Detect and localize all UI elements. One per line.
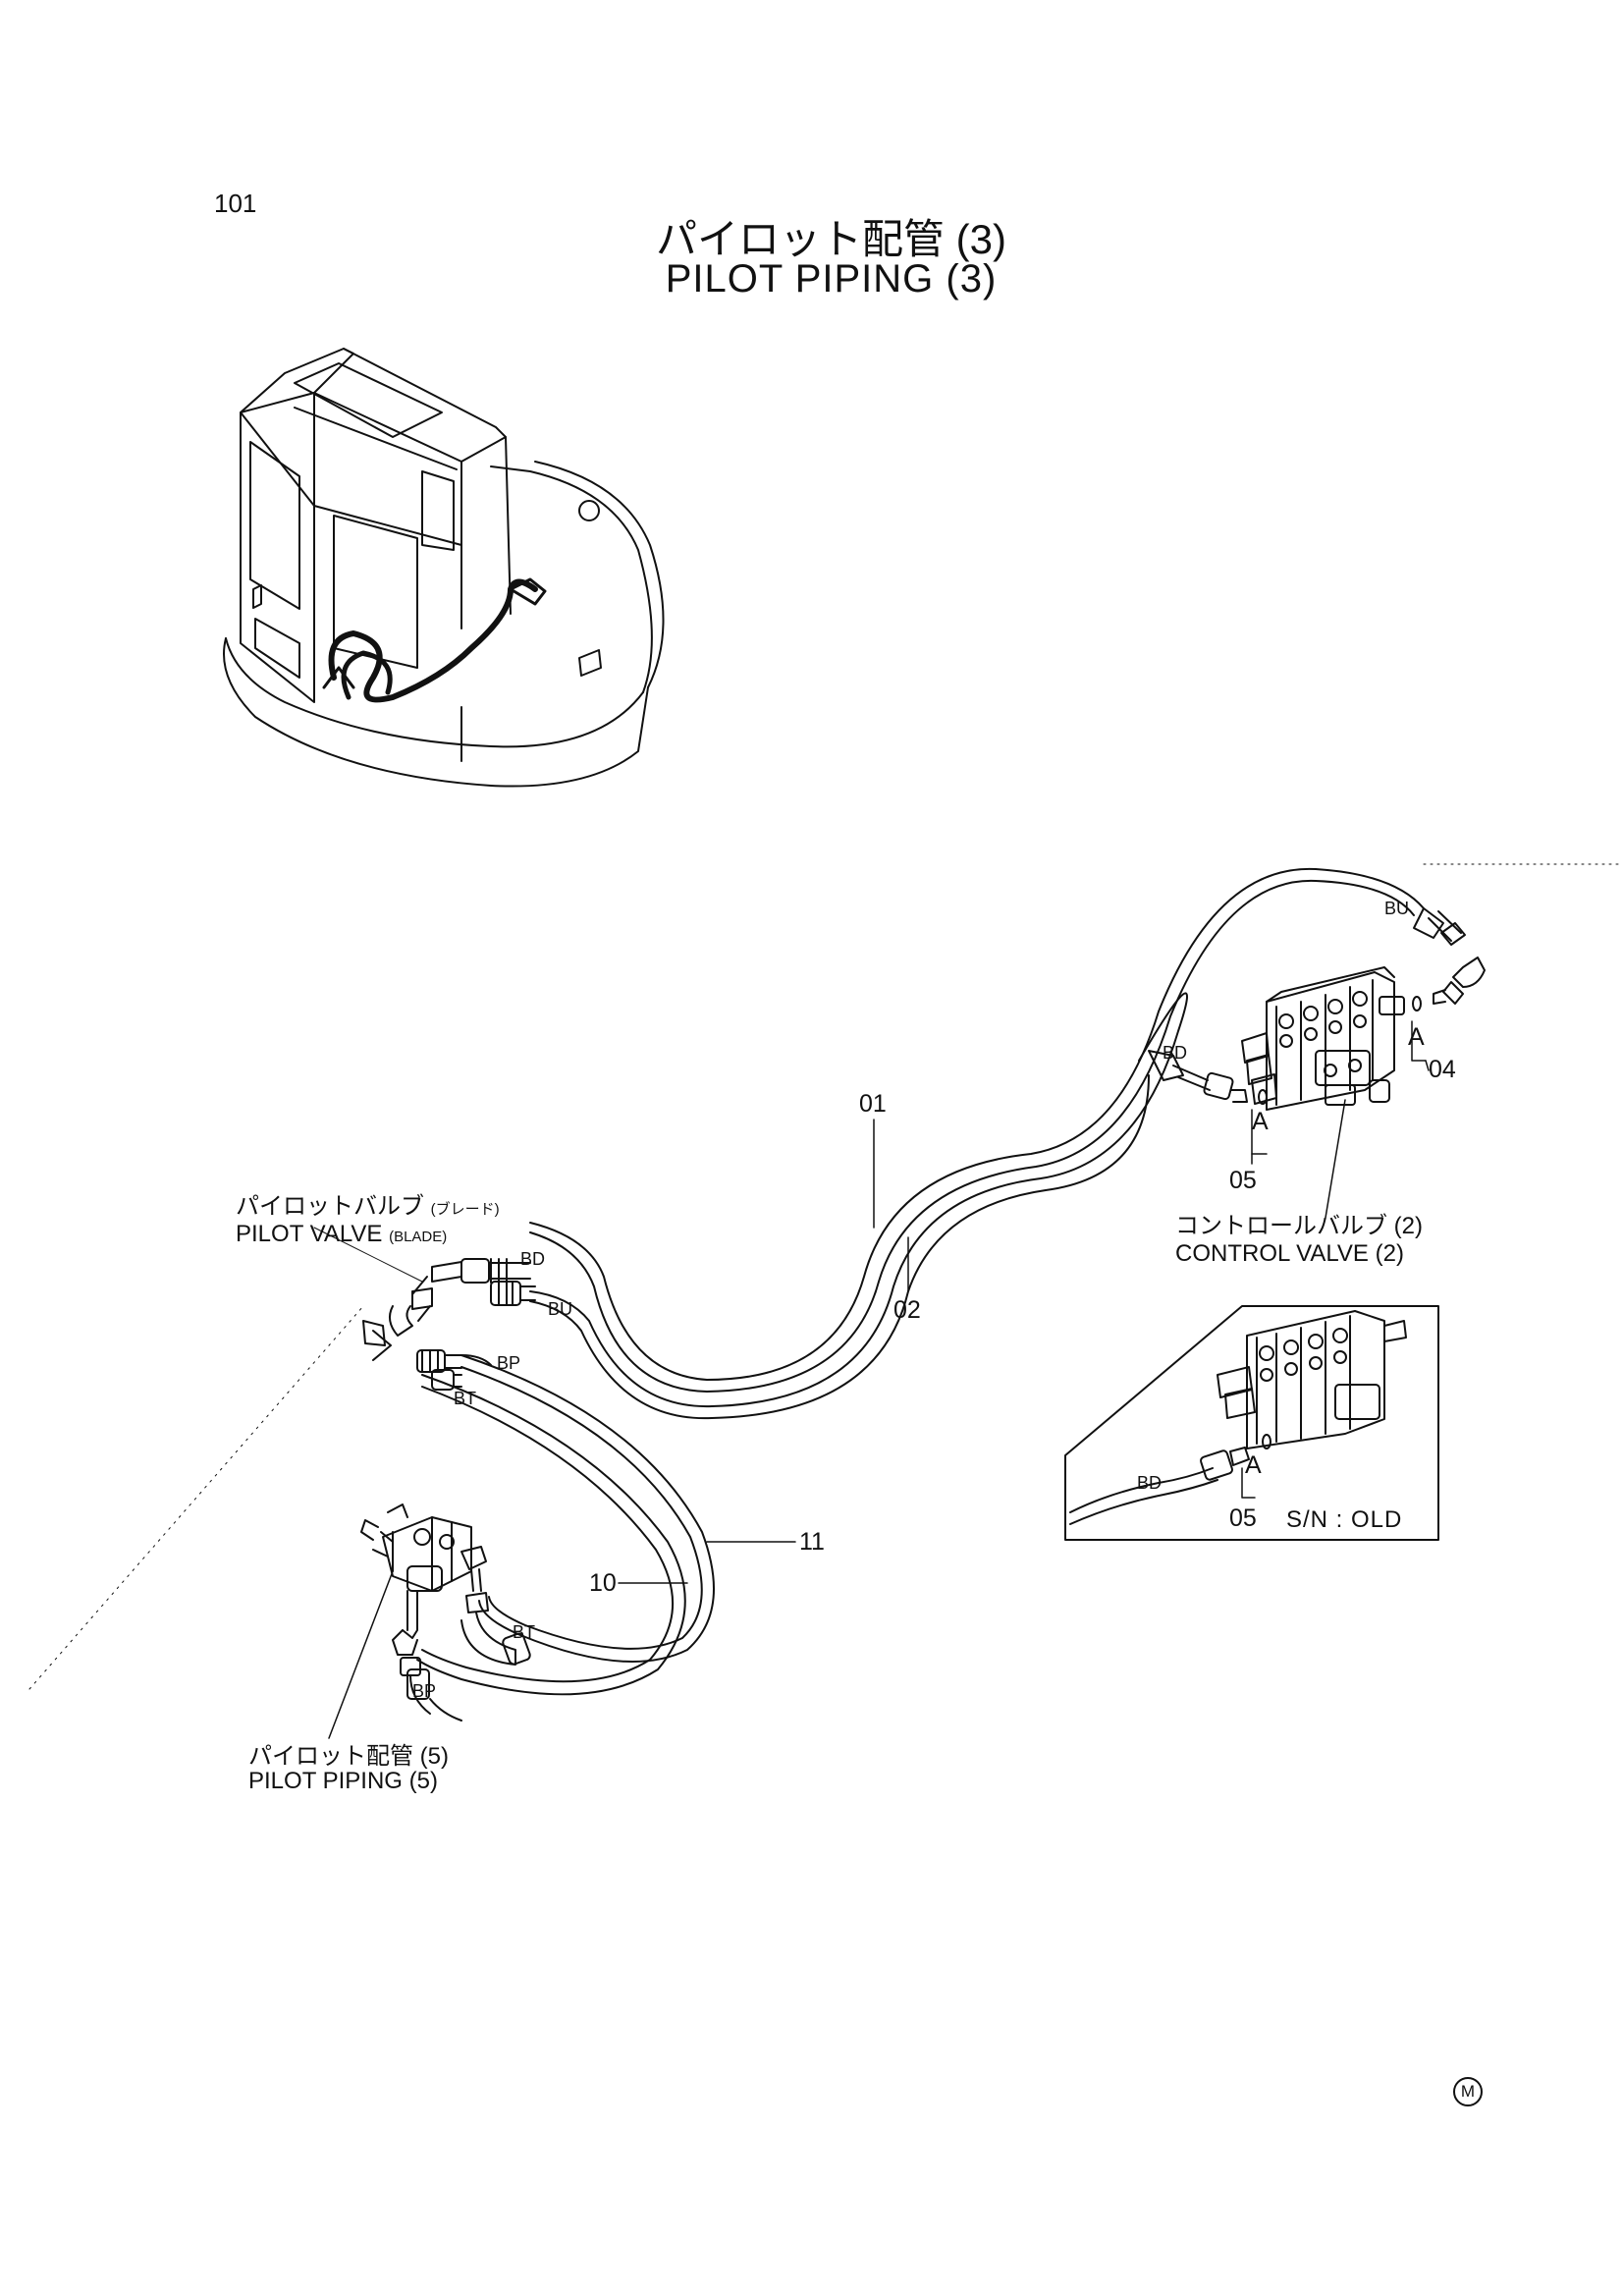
- page-title: PILOT PIPING (3): [665, 257, 998, 301]
- pilot-valve-english: PILOT VALVE: [236, 1221, 383, 1247]
- hose-tag-bu-control-valve: BU: [1384, 899, 1410, 918]
- control-valve-label: CONTROL VALVE (2): [1175, 1240, 1404, 1267]
- part-number-11: 11: [799, 1528, 825, 1556]
- inset-hose-tag-bd: BD: [1137, 1473, 1163, 1493]
- pilot-valve-japanese: パイロットバルブ: [236, 1193, 424, 1220]
- part-number-04: 04: [1429, 1056, 1456, 1083]
- inset-old-serial: [1064, 1305, 1439, 1541]
- hose-tag-bd-control-valve: BD: [1163, 1043, 1188, 1063]
- control-valve-fittings: [1148, 907, 1486, 1219]
- part-number-10: 10: [589, 1569, 617, 1597]
- pilot-piping-5-label: PILOT PIPING (5): [248, 1768, 438, 1794]
- hose-tag-bp-lower-valve: BP: [412, 1681, 437, 1701]
- view-marker-a-left: A: [1252, 1108, 1269, 1135]
- pilot-valve-japanese-note: (ブレード): [430, 1201, 500, 1218]
- hose-tag-bp-pilot-valve: BP: [497, 1353, 521, 1373]
- hose-tag-bt-pilot-valve: BT: [454, 1389, 477, 1408]
- reference-line: [28, 1305, 364, 1690]
- reference-line: [313, 1227, 423, 1283]
- part-number-05: 05: [1229, 1167, 1257, 1194]
- hose-10-11: [416, 1354, 715, 1696]
- pilot-valve-english-note: (BLADE): [389, 1229, 448, 1245]
- inset-part-number-05: 05: [1229, 1504, 1257, 1532]
- control-valve-label-japanese: コントロールバルブ (2): [1175, 1213, 1423, 1239]
- page-number: 101: [214, 189, 257, 218]
- inset-serial-note: S/N : OLD: [1286, 1506, 1403, 1533]
- hose-tag-bt-lower-valve: BT: [513, 1622, 536, 1642]
- page-title-japanese: パイロット配管 (3): [655, 216, 1006, 262]
- view-marker-a-right: A: [1408, 1023, 1425, 1051]
- manufacturer-mark: M: [1453, 2077, 1483, 2106]
- hose-tag-bd-pilot-valve: BD: [520, 1249, 546, 1269]
- pilot-valve-fittings: [362, 1258, 536, 1391]
- lower-pilot-valve: [328, 1503, 531, 1739]
- excavator-overview-illustration: [223, 348, 665, 788]
- pilot-piping-5-label-japanese: パイロット配管 (5): [248, 1743, 449, 1770]
- control-valve: [1241, 966, 1405, 1111]
- part-number-02: 02: [893, 1296, 921, 1324]
- part-number-01: 01: [859, 1090, 887, 1118]
- hose-01-02: [529, 867, 1425, 1420]
- hose-tag-bu-pilot-valve: BU: [548, 1299, 573, 1319]
- inset-view-marker-a: A: [1245, 1451, 1262, 1479]
- pilot-valve-label: PILOT VALVE (BLADE): [236, 1221, 447, 1248]
- pilot-valve-label-japanese: パイロットバルブ (ブレード): [236, 1186, 500, 1221]
